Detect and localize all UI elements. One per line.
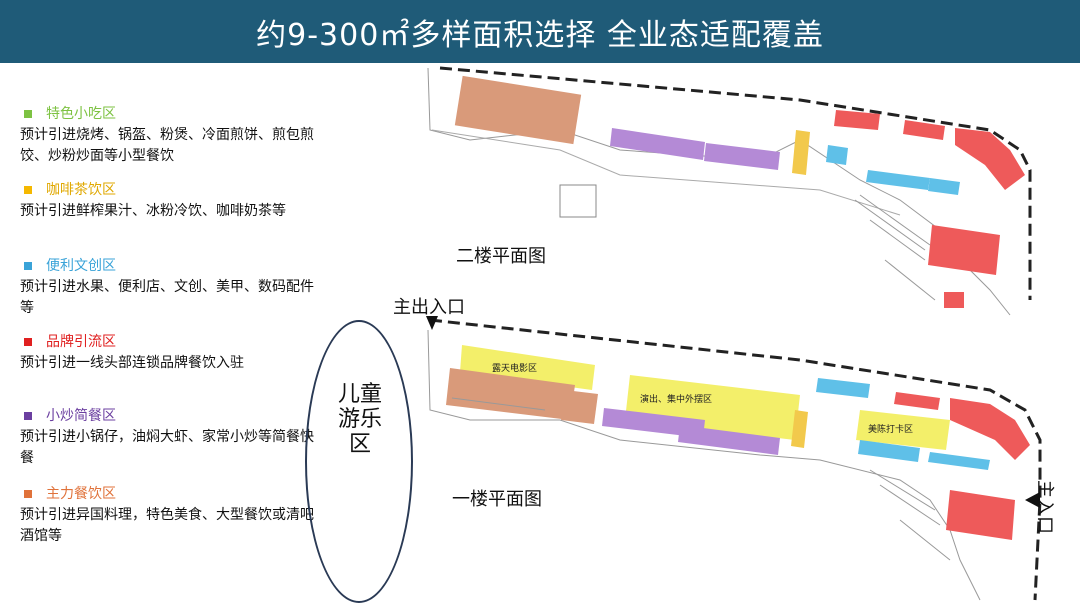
retail-swatch [24,262,32,270]
photo-spot-zone [856,410,950,450]
main-entrance-label: 主出入口 [393,297,465,318]
legend-title: 咖啡茶饮区 [46,182,116,198]
cafe-swatch [24,186,32,194]
cinema-zone-label: 露天电影区 [492,362,537,374]
legend-item-cafe: 咖啡茶饮区 预计引进鲜榨果汁、冰粉冷饮、咖啡奶茶等 [20,180,320,222]
snack-swatch [24,110,32,118]
brand-block [928,225,1000,275]
brand-block [950,398,1030,460]
legend-title: 小炒简餐区 [46,408,116,424]
legend-title: 主力餐饮区 [46,486,116,502]
first-floor-plan: 露天电影区 演出、集中外摆区 美陈打卡区 [426,316,1042,601]
retail-block [816,378,870,398]
stirfry-block [602,408,705,438]
brand-block [834,110,880,130]
brand-block [944,292,964,308]
legend-title: 特色小吃区 [46,106,116,122]
legend-desc: 预计引进烧烤、锅盔、粉煲、冷面煎饼、煎包煎饺、炒粉炒面等小型餐饮 [20,127,314,164]
cafe-block [791,410,808,448]
legend-desc: 预计引进一线头部连锁品牌餐饮入驻 [20,355,244,371]
second-floor-label: 二楼平面图 [456,246,546,267]
retail-block [928,452,990,470]
main-dining-block [454,75,582,145]
stirfry-swatch [24,412,32,420]
legend-title: 便利文创区 [46,258,116,274]
legend-desc: 预计引进水果、便利店、文创、美甲、数码配件等 [20,279,314,316]
performance-zone-label: 演出、集中外摆区 [640,393,712,405]
children-area-label: 儿童游乐区 [337,382,382,457]
retail-block [928,178,960,195]
stirfry-block [610,128,705,160]
photo-spot-zone-label: 美陈打卡区 [868,423,913,435]
brand-block [946,490,1015,540]
main-entrance-arrow [426,316,438,330]
brand-block [894,392,940,410]
legend-item-retail: 便利文创区 预计引进水果、便利店、文创、美甲、数码配件等 [20,256,320,319]
legend-title: 品牌引流区 [46,334,116,350]
main-dining-block [446,368,575,420]
brand-block [955,128,1025,190]
legend-item-brand: 品牌引流区 预计引进一线头部连锁品牌餐饮入驻 [20,332,320,374]
children-area-oval [305,320,413,603]
parking-lines [451,397,951,561]
brand-swatch [24,338,32,346]
legend-desc: 预计引进异国料理，特色美食、大型餐饮或清吧酒馆等 [20,507,314,544]
parking-lines [854,194,936,301]
legend-desc: 预计引进小锅仔，油焖大虾、家常小炒等简餐快餐 [20,429,314,466]
side-entrance-label: 主入口 [1034,480,1055,534]
retail-block [858,440,920,462]
main-dining-block [561,390,598,424]
legend-item-snack: 特色小吃区 预计引进烧烤、锅盔、粉煲、冷面煎饼、煎包煎饺、炒粉炒面等小型餐饮 [20,104,320,167]
legend-item-main-dining: 主力餐饮区 预计引进异国料理，特色美食、大型餐饮或清吧酒馆等 [20,484,320,547]
header-bar: 约9-300㎡多样面积选择 全业态适配覆盖 [0,0,1080,63]
retail-block [826,145,848,165]
brand-block [903,120,945,140]
side-entrance-arrow [1025,492,1040,508]
building-outline [559,184,597,218]
stirfry-block [678,425,780,455]
second-floor-plan [427,66,1032,316]
page-title: 约9-300㎡多样面积选择 全业态适配覆盖 [256,17,824,53]
main-dining-swatch [24,490,32,498]
retail-block [866,170,930,190]
cafe-block [792,130,810,175]
cinema-zone [460,345,595,390]
legend-desc: 预计引进鲜榨果汁、冰粉冷饮、咖啡奶茶等 [20,203,286,219]
first-floor-label: 一楼平面图 [452,489,542,510]
stirfry-block [704,143,780,170]
legend-item-stirfry: 小炒简餐区 预计引进小锅仔，油焖大虾、家常小炒等简餐快餐 [20,406,320,469]
